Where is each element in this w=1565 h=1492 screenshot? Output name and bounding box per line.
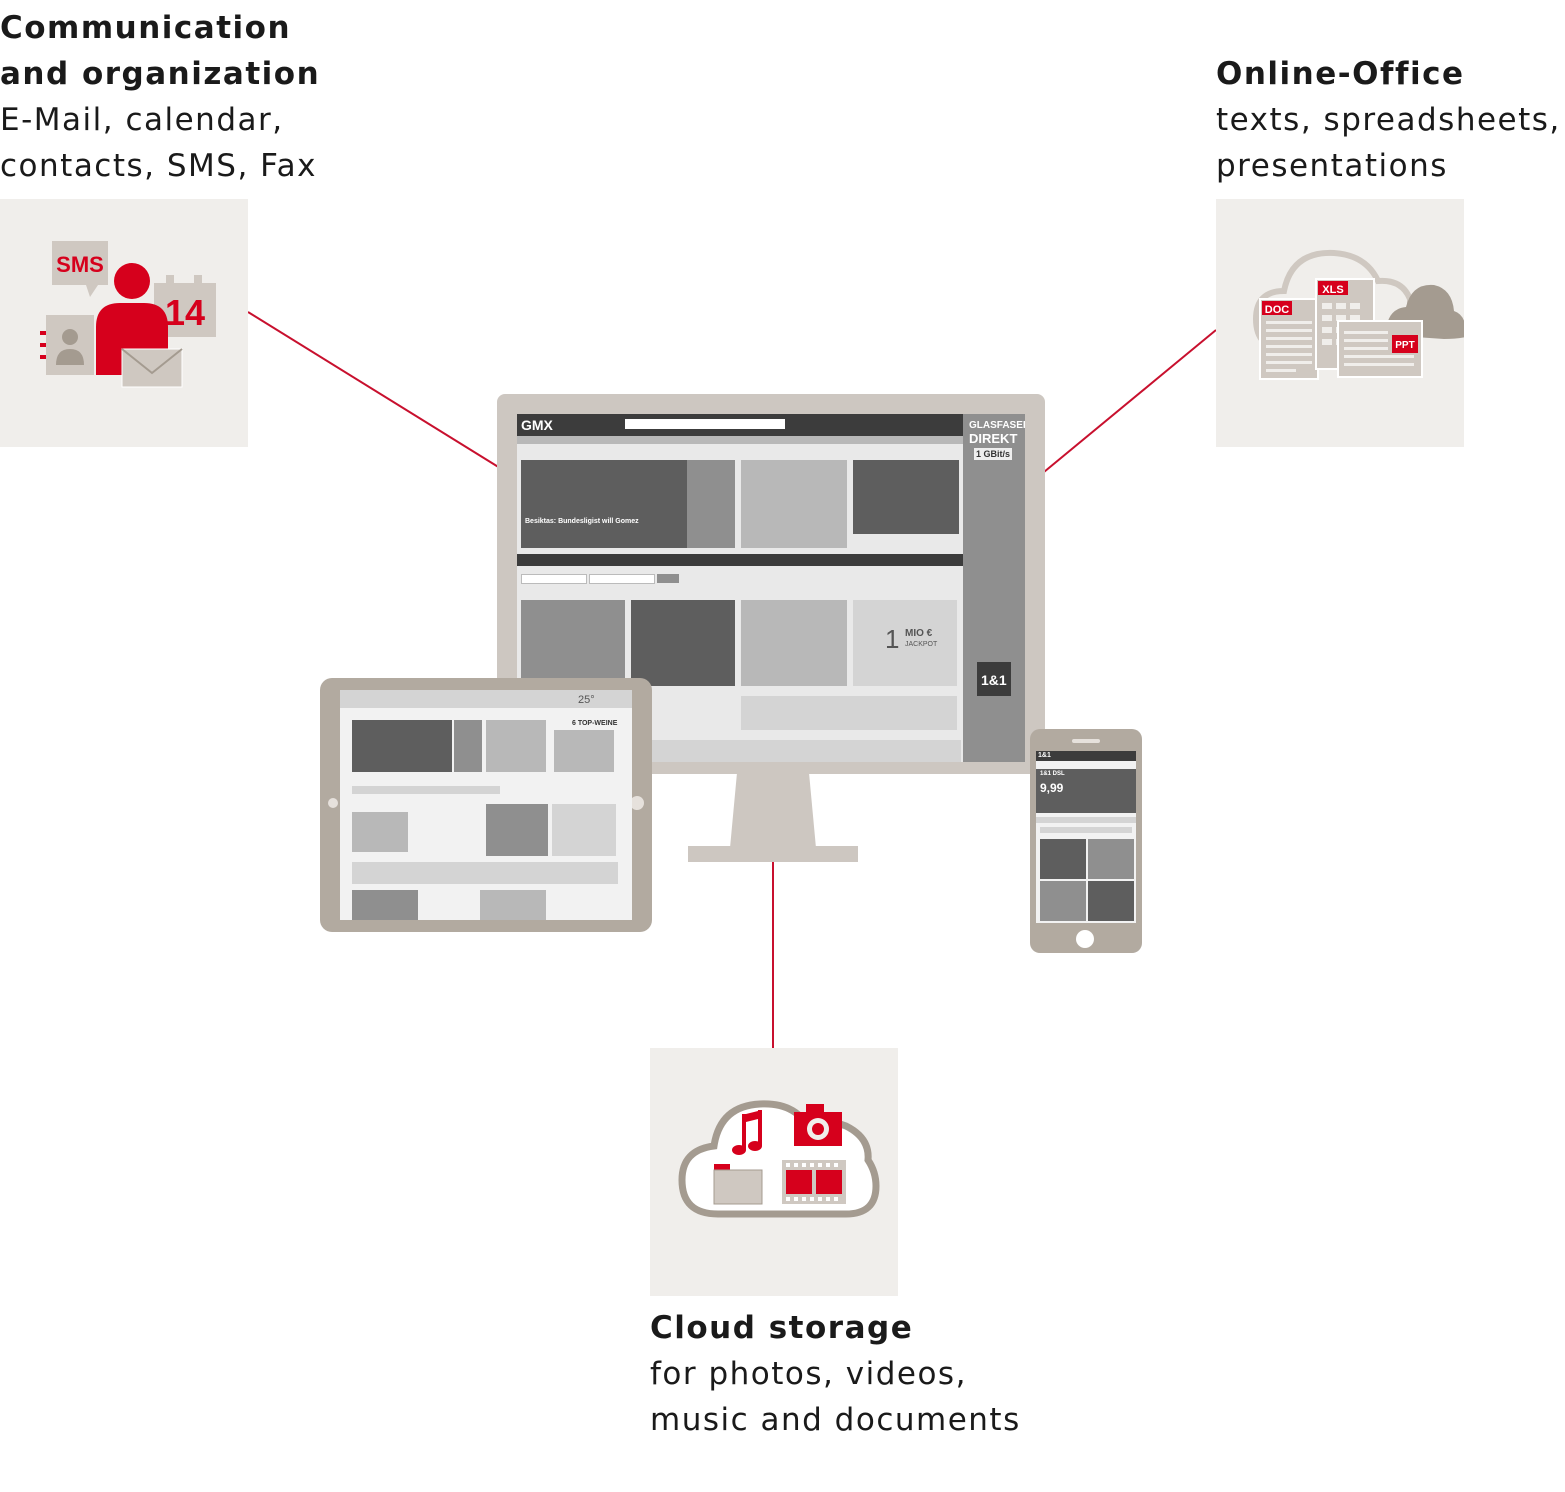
monitor-promo-speed: 1 GBit/s bbox=[974, 448, 1013, 460]
monitor-nav-bar bbox=[517, 436, 963, 444]
tablet-home-button bbox=[630, 796, 644, 810]
phone-screen: 1&1 1&1 DSL 9,99 bbox=[1036, 751, 1136, 923]
monitor-building-image bbox=[853, 460, 959, 534]
cloud-tile bbox=[650, 1048, 898, 1296]
monitor-brand-box bbox=[977, 662, 1011, 696]
monitor-music-image bbox=[741, 460, 847, 548]
tablet-screen: 25° 6 TOP-WEINE bbox=[340, 690, 632, 920]
tablet-side-image bbox=[454, 720, 482, 772]
monitor-screen: GMX GLASFASER DIREKT 1 GBit/s 1&1 Besikt… bbox=[517, 414, 1025, 762]
calendar-day-label: 14 bbox=[165, 292, 205, 333]
phone-news-image-3 bbox=[1040, 881, 1086, 921]
folder-icon bbox=[713, 1164, 763, 1205]
camera-icon bbox=[794, 1104, 842, 1146]
film-strip-icon bbox=[782, 1160, 846, 1204]
tablet-news-list bbox=[352, 812, 408, 852]
monitor-promo-line-2: DIREKT bbox=[969, 431, 1018, 446]
cloud-text-2: music and documents bbox=[650, 1402, 1021, 1438]
phone-device: 1&1 1&1 DSL 9,99 bbox=[1030, 729, 1142, 953]
cloud-text-1: for photos, videos, bbox=[650, 1356, 967, 1392]
phone-product: 1&1 DSL bbox=[1040, 771, 1065, 777]
phone-header bbox=[1036, 751, 1136, 761]
communication-icon: SMS 14 bbox=[40, 241, 216, 388]
monitor-neck bbox=[730, 774, 816, 848]
office-text-2: presentations bbox=[1216, 148, 1448, 184]
monitor-news-2 bbox=[631, 600, 735, 686]
monitor-mail-bar bbox=[517, 554, 963, 566]
tablet-search-bar bbox=[352, 786, 500, 794]
tablet-device: 25° 6 TOP-WEINE bbox=[320, 678, 652, 932]
office-icon: DOC XLS PPT bbox=[1252, 249, 1464, 380]
monitor-site-logo: GMX bbox=[521, 417, 553, 433]
connector-communication bbox=[247, 311, 501, 469]
phone-brand: 1&1 bbox=[1038, 752, 1051, 759]
cloud-caption: Cloud storage for photos, videos, music … bbox=[650, 1305, 1021, 1443]
monitor-lotto-label: JACKPOT bbox=[905, 641, 938, 648]
phone-price: 9,99 bbox=[1040, 781, 1064, 795]
monitor-hero-image bbox=[521, 460, 687, 548]
tablet-header bbox=[340, 690, 632, 708]
phone-news-image-2 bbox=[1088, 839, 1134, 879]
tablet-wine-promo: 6 TOP-WEINE bbox=[572, 720, 618, 727]
tablet-lotto-box bbox=[552, 804, 616, 856]
monitor-search-bar bbox=[625, 419, 785, 429]
xls-label: XLS bbox=[1322, 284, 1343, 296]
phone-home-button bbox=[1076, 930, 1094, 948]
phone-news-image-1 bbox=[1040, 839, 1086, 879]
tablet-storage-row bbox=[352, 862, 618, 884]
monitor-news-3 bbox=[741, 600, 847, 686]
phone-promo-banner bbox=[1036, 769, 1136, 813]
tablet-temperature: 25° bbox=[578, 694, 595, 706]
cloud-title: Cloud storage bbox=[650, 1310, 914, 1346]
monitor-lotto-amount: 1 bbox=[885, 624, 900, 654]
monitor-pc-tool-box bbox=[741, 696, 957, 730]
communication-tile: SMS 14 bbox=[0, 199, 248, 447]
office-text-1: texts, spreadsheets, bbox=[1216, 102, 1561, 138]
tablet-camera bbox=[328, 798, 338, 808]
monitor-news-1 bbox=[521, 600, 625, 686]
communication-text-1: E-Mail, calendar, bbox=[0, 102, 284, 138]
tablet-bottom-image-1 bbox=[352, 890, 418, 920]
monitor-email-field bbox=[521, 574, 587, 584]
tablet-wine-image bbox=[554, 730, 614, 772]
office-title: Online-Office bbox=[1216, 56, 1465, 92]
tablet-bottom-image-2 bbox=[480, 890, 546, 920]
phone-speaker bbox=[1072, 739, 1100, 743]
tablet-sports-image bbox=[486, 804, 548, 856]
tablet-hero-image bbox=[352, 720, 452, 772]
doc-label: DOC bbox=[1265, 304, 1290, 316]
communication-text-2: contacts, SMS, Fax bbox=[0, 148, 318, 184]
monitor-lotto-unit: MIO € bbox=[905, 628, 933, 639]
office-tile: DOC XLS PPT bbox=[1216, 199, 1464, 447]
cloud-storage-icon bbox=[678, 1100, 880, 1218]
connector-office bbox=[1043, 329, 1217, 473]
ppt-label: PPT bbox=[1395, 340, 1414, 351]
communication-caption: Communication and organization E-Mail, c… bbox=[0, 5, 320, 189]
office-caption: Online-Office texts, spreadsheets, prese… bbox=[1216, 51, 1561, 189]
monitor-stand bbox=[688, 846, 858, 862]
monitor-side-image bbox=[687, 460, 735, 548]
monitor-promo-line-1: GLASFASER bbox=[969, 420, 1025, 431]
monitor-password-field bbox=[589, 574, 655, 584]
phone-nav-row bbox=[1036, 817, 1136, 823]
music-note-icon bbox=[732, 1110, 762, 1155]
phone-search-bar bbox=[1040, 827, 1132, 833]
communication-title-2: and organization bbox=[0, 56, 321, 92]
monitor-ad-column bbox=[963, 414, 1025, 762]
monitor-headline: Besiktas: Bundesligist will Gomez bbox=[525, 518, 639, 525]
monitor-brand-logo: 1&1 bbox=[981, 672, 1007, 688]
sms-label: SMS bbox=[56, 252, 104, 277]
monitor-login-button bbox=[657, 574, 679, 583]
tablet-news-image bbox=[486, 720, 546, 772]
communication-title-1: Communication bbox=[0, 10, 292, 46]
phone-news-image-4 bbox=[1088, 881, 1134, 921]
monitor-lotto-box bbox=[853, 600, 957, 686]
